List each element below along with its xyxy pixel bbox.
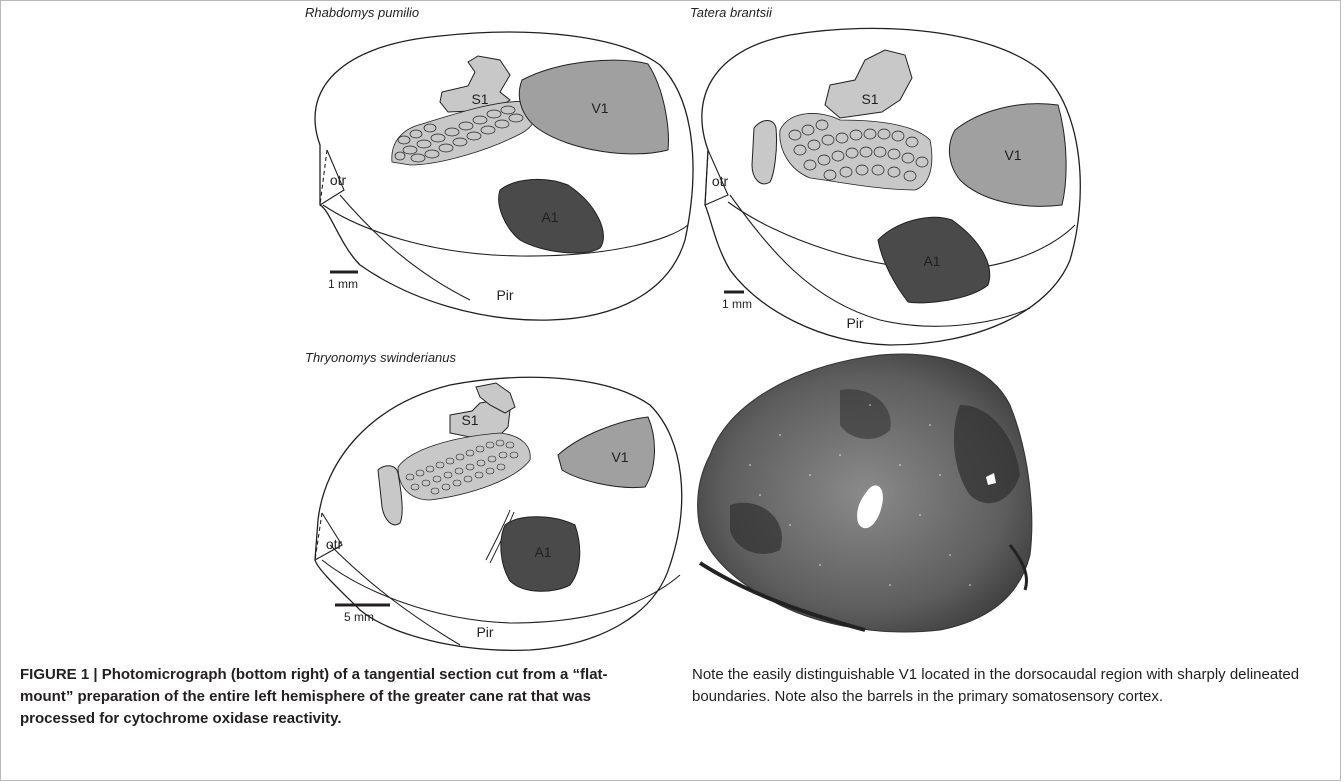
v1-label: V1 bbox=[591, 100, 608, 116]
otr-label: otr bbox=[330, 172, 347, 188]
panel-thryonomys: Thryonomys swinderianus S1 V1 A1 otr P bbox=[300, 345, 700, 657]
pir-label: Pir bbox=[476, 624, 493, 640]
panel-rhabdomys: Rhabdomys pumilio S1 V1 A1 otr Pir 1 mm bbox=[300, 0, 700, 330]
s1-islet bbox=[752, 121, 777, 184]
figure-caption-title: FIGURE 1 | Photomicrograph (bottom right… bbox=[20, 664, 660, 730]
scale-bar-label: 5 mm bbox=[344, 610, 374, 624]
a1-label: A1 bbox=[541, 209, 558, 225]
species-label: Rhabdomys pumilio bbox=[305, 5, 419, 20]
otr-label: otr bbox=[326, 536, 343, 552]
pir-label: Pir bbox=[846, 315, 863, 331]
photomicrograph bbox=[690, 345, 1090, 645]
s1-label: S1 bbox=[461, 412, 478, 428]
a1-label: A1 bbox=[534, 544, 551, 560]
panel-tatera: Tatera brantsii S1 V1 A1 otr Pir 1 mm bbox=[690, 0, 1090, 350]
a1-label: A1 bbox=[923, 253, 940, 269]
species-label: Thryonomys swinderianus bbox=[305, 350, 457, 365]
pir-label: Pir bbox=[496, 287, 513, 303]
v1-label: V1 bbox=[1004, 147, 1021, 163]
otr-label: otr bbox=[712, 173, 729, 189]
v1-label: V1 bbox=[611, 449, 628, 465]
scale-bar-label: 1 mm bbox=[328, 277, 358, 291]
species-label: Tatera brantsii bbox=[690, 5, 773, 20]
figure-caption-body: Note the easily distinguishable V1 locat… bbox=[692, 664, 1322, 708]
scale-bar-label: 1 mm bbox=[722, 297, 752, 311]
s1-label: S1 bbox=[861, 91, 878, 107]
s1-label: S1 bbox=[471, 91, 488, 107]
